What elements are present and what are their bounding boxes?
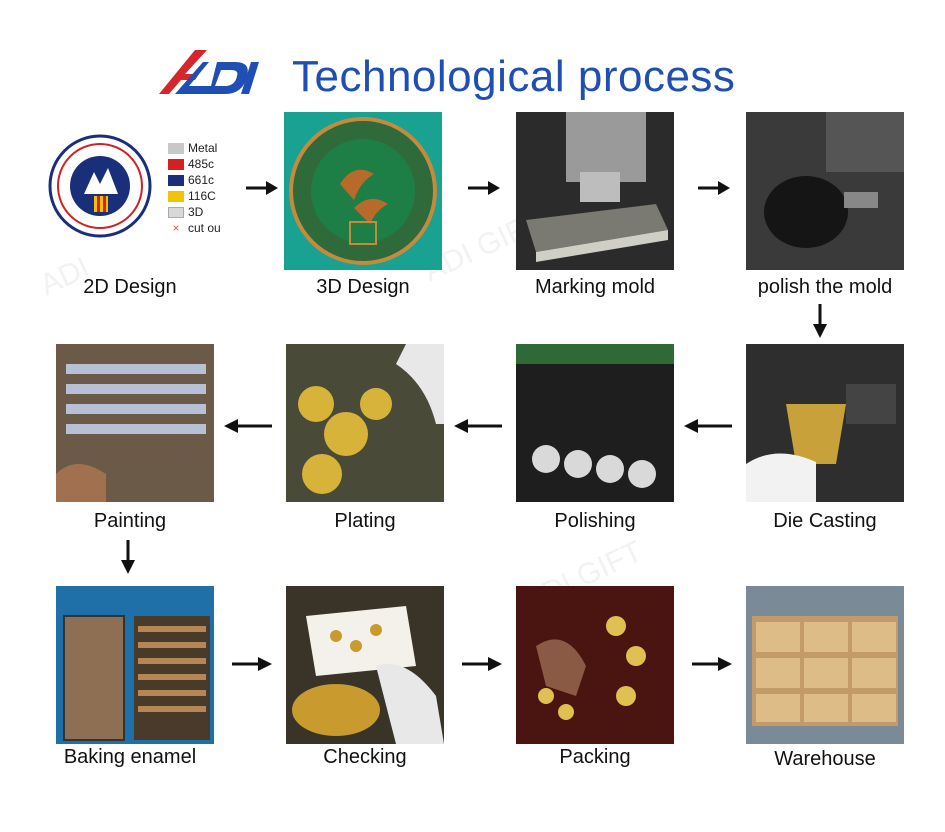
step-label: Baking enamel — [63, 746, 197, 768]
arrow-right-icon — [468, 180, 500, 201]
arrow-right-icon — [698, 180, 730, 201]
color-legend: Metal 485c 661c 116C 3D ×cut ou — [168, 140, 238, 236]
step-polish-mold-image — [746, 112, 904, 270]
legend-item: 116C — [168, 188, 238, 204]
arrow-down-icon — [120, 540, 136, 579]
step-label: polish the mold — [757, 276, 893, 298]
step-warehouse-image — [746, 586, 904, 744]
step-checking-image — [286, 586, 444, 744]
arrow-right-icon — [246, 180, 278, 201]
arrow-right-icon — [462, 656, 502, 677]
arrow-left-icon — [454, 418, 502, 439]
step-label: Polishing — [554, 510, 636, 532]
step-packing-image — [516, 586, 674, 744]
step-polishing-image — [516, 344, 674, 502]
page-title: Technological process — [292, 52, 736, 101]
step-label: Painting — [93, 510, 167, 532]
legend-item: 3D — [168, 204, 238, 220]
legend-item: 661c — [168, 172, 238, 188]
step-3d-design-image — [284, 112, 442, 270]
step-die-casting-image — [746, 344, 904, 502]
step-label: Checking — [323, 746, 407, 768]
legend-item: 485c — [168, 156, 238, 172]
step-marking-mold-image — [516, 112, 674, 270]
arrow-right-icon — [232, 656, 272, 677]
step-label: 3D Design — [316, 276, 410, 298]
step-plating-image — [286, 344, 444, 502]
arrow-left-icon — [684, 418, 732, 439]
arrow-left-icon — [224, 418, 272, 439]
legend-item: Metal — [168, 140, 238, 156]
step-painting-image — [56, 344, 214, 502]
step-baking-enamel-image — [56, 586, 214, 744]
step-label: Packing — [559, 746, 631, 768]
step-label: Warehouse — [774, 748, 876, 770]
step-label: Die Casting — [773, 510, 877, 532]
step-label: Plating — [334, 510, 396, 532]
step-label: 2D Design — [83, 276, 177, 298]
brand-logo — [155, 44, 265, 100]
arrow-down-icon — [812, 304, 828, 343]
arrow-right-icon — [692, 656, 732, 677]
step-2d-design-image — [48, 134, 152, 238]
legend-item: ×cut ou — [172, 221, 221, 235]
step-label: Marking mold — [534, 276, 656, 298]
